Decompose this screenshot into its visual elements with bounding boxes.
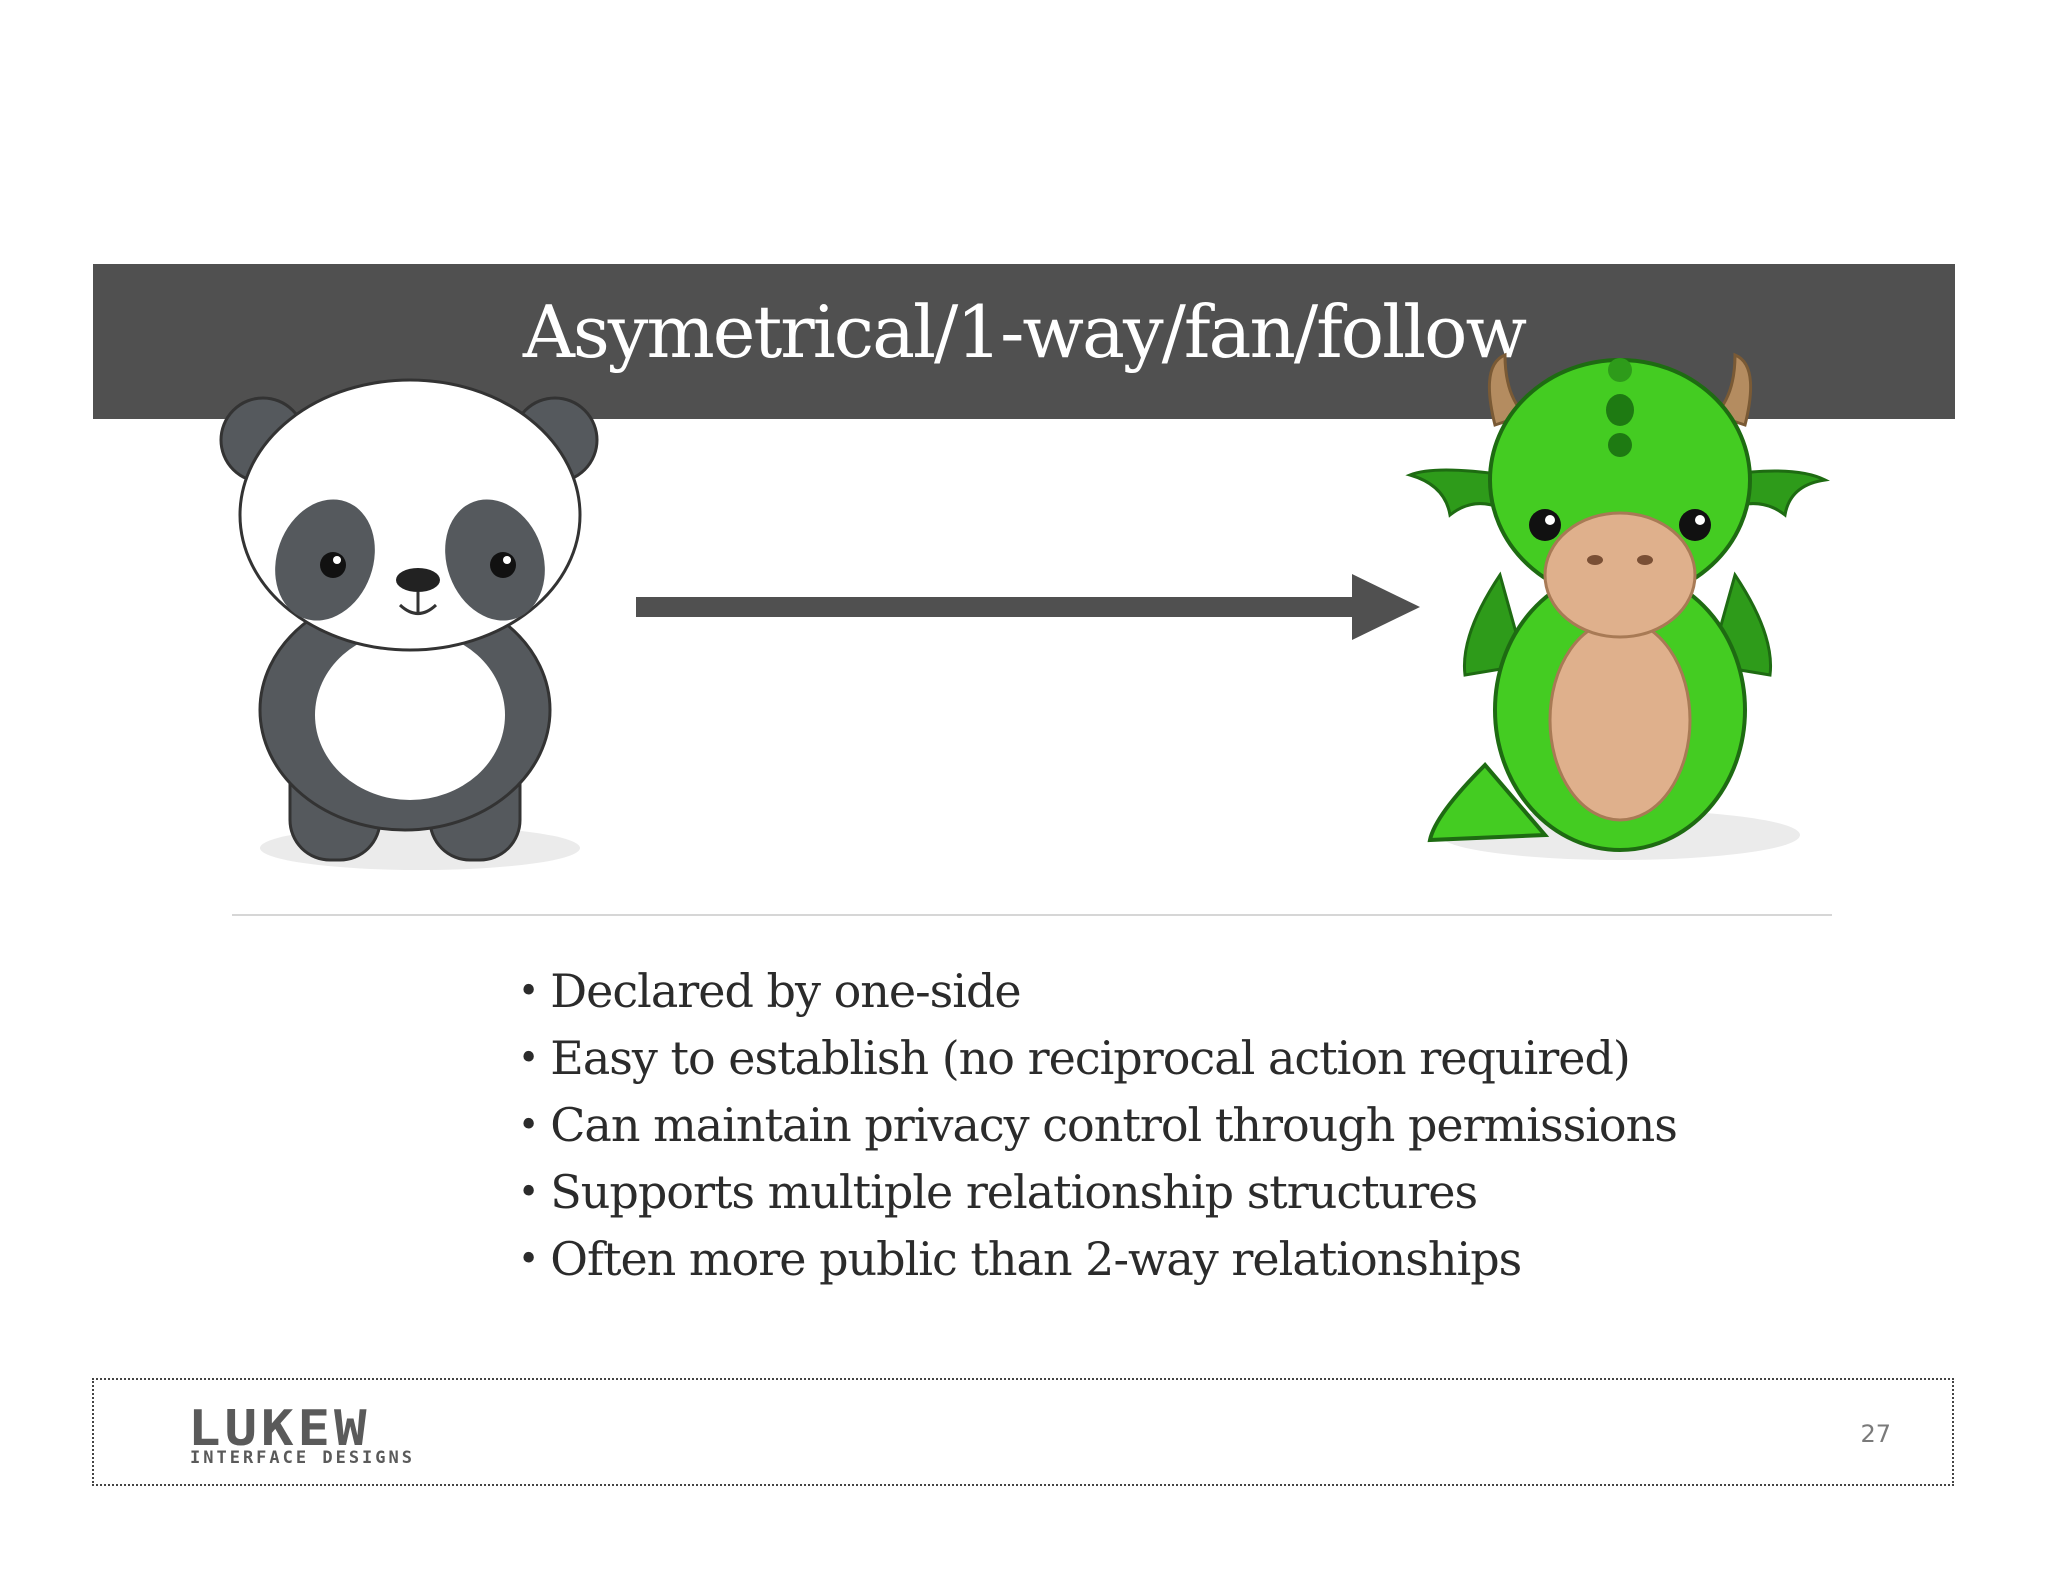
logo: LUKEW <box>188 1400 371 1457</box>
bullet-item: Declared by one-side <box>518 960 1677 1027</box>
footer <box>92 1378 1954 1486</box>
bullet-item: Often more public than 2-way relationshi… <box>518 1228 1677 1295</box>
panda-illustration <box>219 378 599 870</box>
bullet-item: Easy to establish (no reciprocal action … <box>518 1027 1677 1094</box>
bullet-item: Can maintain privacy control through per… <box>518 1094 1678 1161</box>
logo-subtitle: INTERFACE DESIGNS <box>190 1448 415 1468</box>
right-arrow-icon <box>636 574 1420 640</box>
bullet-list: Declared by one-side Easy to establish (… <box>518 960 1678 1295</box>
bullet-item: Supports multiple relationship structure… <box>518 1161 1677 1228</box>
page-number: 27 <box>1860 1420 1891 1448</box>
divider <box>232 914 1832 916</box>
dragon-illustration <box>1405 352 1830 860</box>
slide-title: Asymetrical/1-way/fan/follow <box>522 290 1527 374</box>
